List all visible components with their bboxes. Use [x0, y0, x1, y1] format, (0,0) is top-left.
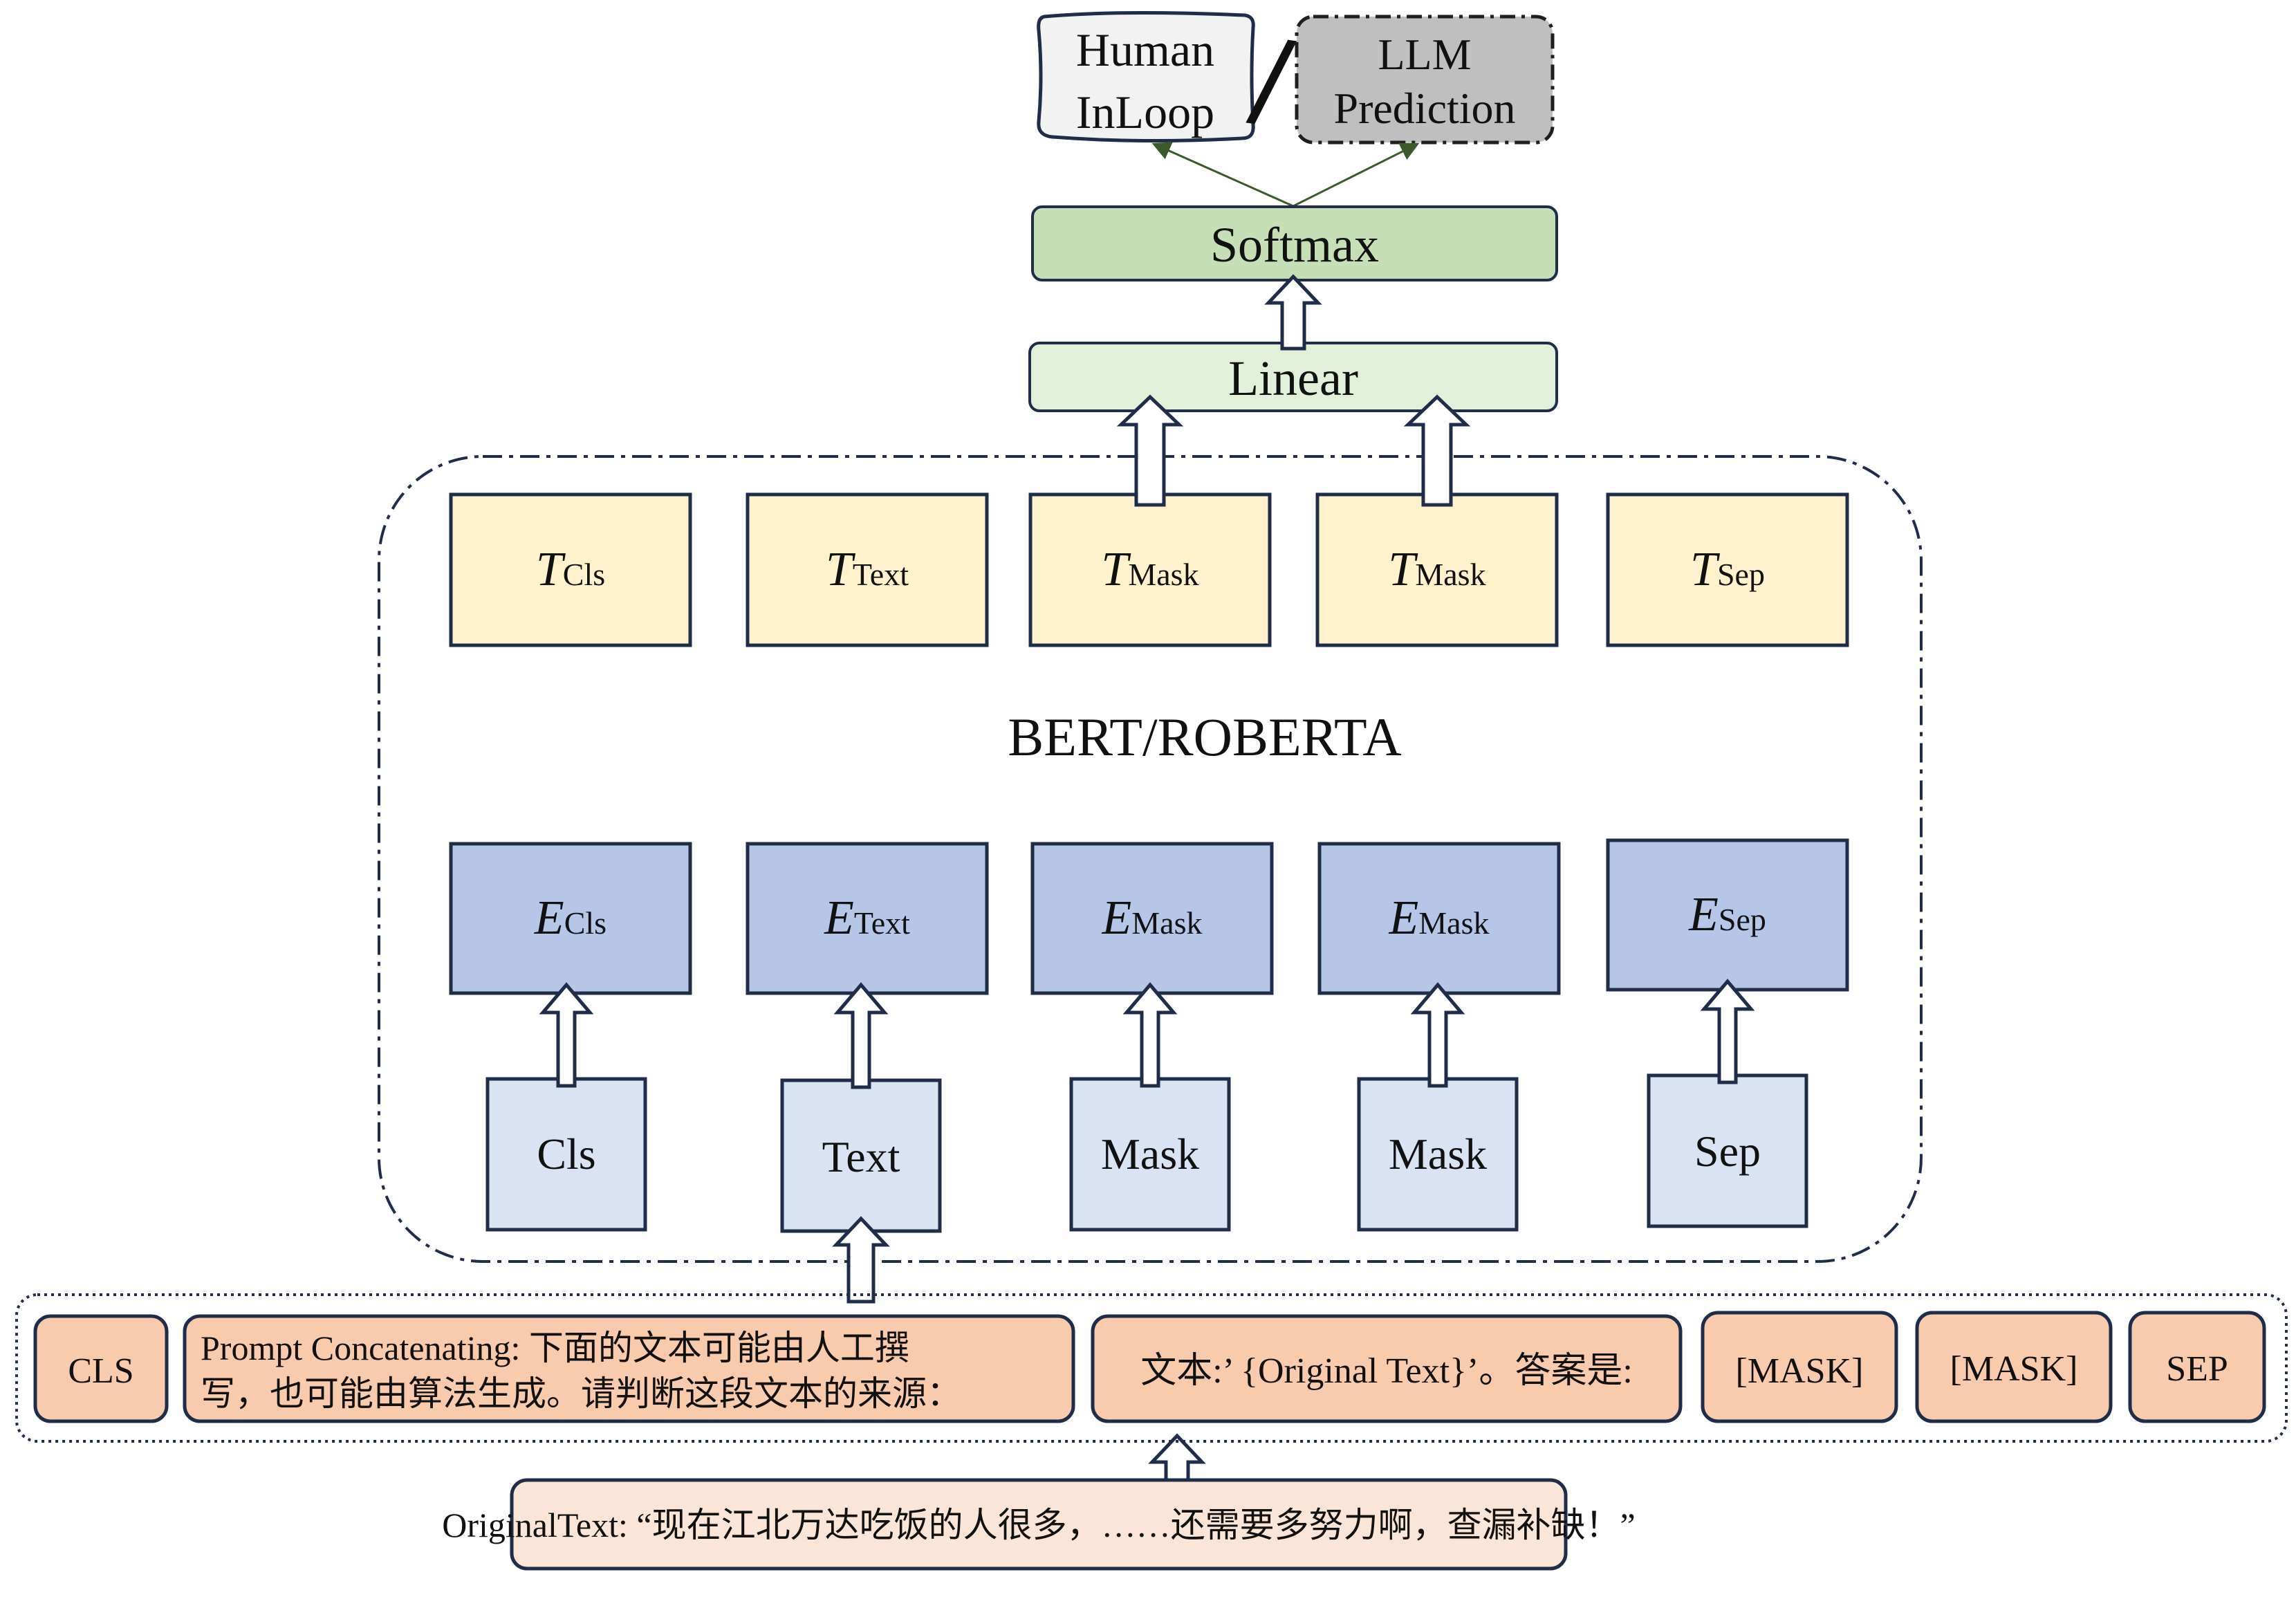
llm-prediction-box: LLM Prediction	[1295, 15, 1555, 145]
input-token-label: Sep	[1694, 1127, 1761, 1176]
human-label-line2: InLoop	[1076, 86, 1214, 138]
input-token-text: Text	[780, 1078, 942, 1233]
input-token-label: Cls	[537, 1129, 595, 1179]
e-token-mask-2: EMask	[1317, 842, 1561, 995]
e-sub: Mask	[1418, 905, 1489, 941]
prompt-sep-box: SEP	[2128, 1311, 2266, 1423]
svg-text:TText: TText	[826, 543, 909, 596]
human-inloop-box: Human InLoop	[1037, 10, 1255, 143]
input-token-mask-2: Mask	[1357, 1077, 1519, 1232]
t-sub: Mask	[1415, 557, 1485, 592]
encoder-label: BERT/ROBERTA	[1008, 707, 1401, 767]
prompt-cls-label: CLS	[68, 1351, 133, 1391]
t-token-text: TText	[746, 492, 989, 647]
arrow-input-to-e-mask-1	[1122, 982, 1178, 1088]
arrow-t-mask-2-to-linear	[1403, 394, 1471, 507]
svg-text:TSep: TSep	[1690, 543, 1765, 596]
prompt-mask-label-1: [MASK]	[1736, 1351, 1864, 1391]
t-sub: Text	[853, 557, 909, 592]
arrow-prompt-to-input	[832, 1216, 890, 1304]
svg-text:TCls: TCls	[536, 543, 605, 596]
arrow-input-to-e-mask-2	[1410, 982, 1465, 1088]
arrow-input-to-e-text	[833, 982, 889, 1089]
svg-text:TMask: TMask	[1101, 543, 1198, 596]
original-text-box: OriginalText: “现在江北万达吃饭的人很多，……还需要多努力啊，查漏…	[442, 1478, 1636, 1571]
prompt-concat-box: Prompt Concatenating: 下面的文本可能由人工撰 写，也可能由…	[183, 1314, 1075, 1423]
prompt-sep-label: SEP	[2166, 1349, 2228, 1389]
softmax-label: Softmax	[1210, 217, 1379, 272]
t-token-cls: TCls	[449, 492, 692, 647]
svg-text:ECls: ECls	[534, 891, 607, 945]
e-token-text: EText	[746, 842, 989, 995]
human-label-line1: Human	[1076, 24, 1214, 76]
e-main: E	[534, 891, 564, 945]
t-main: T	[1101, 543, 1131, 596]
input-token-sep: Sep	[1647, 1073, 1808, 1228]
prompt-concat-line1: Prompt Concatenating: 下面的文本可能由人工撰	[201, 1329, 909, 1367]
input-token-label: Text	[822, 1132, 900, 1181]
e-sub: Cls	[564, 905, 607, 941]
llm-label-line1: LLM	[1378, 30, 1471, 79]
original-text-label: OriginalText: “现在江北万达吃饭的人很多，……还需要多努力啊，查漏…	[442, 1506, 1636, 1544]
input-token-label: Mask	[1389, 1129, 1487, 1179]
t-sub: Mask	[1128, 557, 1198, 592]
input-token-label: Mask	[1101, 1129, 1199, 1179]
input-token-cls: Cls	[485, 1077, 647, 1232]
llm-label-line2: Prediction	[1333, 84, 1515, 133]
input-token-mask-1: Mask	[1069, 1077, 1231, 1232]
e-token-sep: ESep	[1606, 838, 1849, 992]
encoder-container	[378, 455, 1923, 1263]
e-main: E	[1688, 888, 1719, 941]
t-token-sep: TSep	[1606, 492, 1849, 647]
e-token-mask-1: EMask	[1030, 842, 1274, 995]
e-main: E	[1102, 891, 1132, 945]
svg-text:EText: EText	[824, 891, 910, 945]
prompt-concat-line2: 写，也可能由算法生成。请判断这段文本的来源：	[201, 1374, 961, 1413]
t-token-mask-1: TMask	[1028, 492, 1272, 647]
edge-to-human	[1151, 142, 1294, 207]
linear-label: Linear	[1228, 351, 1358, 406]
e-main: E	[1389, 891, 1419, 945]
linear-box: Linear	[1028, 342, 1558, 412]
softmax-box: Softmax	[1031, 205, 1558, 281]
prompt-mask-box-1: [MASK]	[1701, 1311, 1898, 1423]
t-main: T	[1388, 543, 1418, 596]
e-sub: Mask	[1131, 905, 1202, 941]
prompt-template-box: 文本:’ {Original Text}’。答案是:	[1091, 1314, 1683, 1423]
svg-text:EMask: EMask	[1102, 891, 1203, 945]
t-main: T	[536, 543, 566, 596]
e-token-cls: ECls	[449, 842, 692, 995]
svg-text:ESep: ESep	[1688, 888, 1766, 941]
t-sub: Sep	[1717, 557, 1765, 592]
prompt-container	[15, 1293, 2288, 1443]
arrow-linear-to-softmax	[1264, 274, 1322, 351]
e-main: E	[824, 891, 854, 945]
t-main: T	[826, 543, 856, 596]
arrow-t-mask-1-to-linear	[1116, 394, 1184, 507]
arrow-input-to-e-cls	[539, 982, 594, 1088]
edge-to-llm	[1293, 142, 1420, 207]
prompt-template-label: 文本:’ {Original Text}’。答案是:	[1140, 1351, 1633, 1391]
t-token-mask-2: TMask	[1315, 492, 1559, 647]
prompt-mask-label-2: [MASK]	[1950, 1349, 2078, 1389]
e-sub: Sep	[1719, 902, 1766, 937]
svg-text:EMask: EMask	[1389, 891, 1490, 945]
arrow-input-to-e-sep	[1700, 979, 1755, 1084]
t-main: T	[1690, 543, 1721, 596]
svg-text:TMask: TMask	[1388, 543, 1485, 596]
prompt-cls-box: CLS	[33, 1314, 169, 1423]
prompt-mask-box-2: [MASK]	[1915, 1311, 2113, 1423]
e-sub: Text	[854, 905, 910, 941]
t-sub: Cls	[563, 557, 605, 592]
